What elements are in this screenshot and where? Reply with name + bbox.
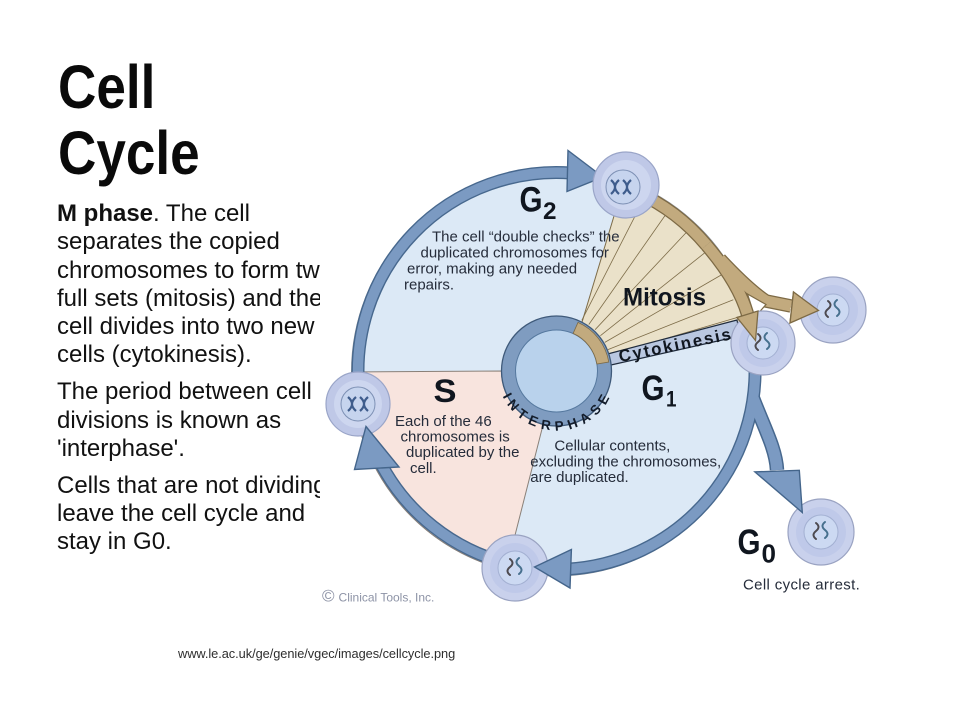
svg-text:excluding the chromosomes,: excluding the chromosomes, (530, 453, 721, 470)
svg-text:error, making any needed: error, making any needed (407, 261, 577, 278)
svg-text:©Clinical Tools, Inc.: ©Clinical Tools, Inc. (322, 587, 434, 606)
svg-text:are duplicated.: are duplicated. (530, 469, 628, 486)
svg-text:G: G (738, 523, 761, 562)
svg-text:0: 0 (762, 539, 777, 569)
svg-text:The cell “double checks” the: The cell “double checks” the (432, 229, 620, 246)
svg-text:Cell cycle arrest.: Cell cycle arrest. (743, 577, 860, 594)
svg-text:repairs.: repairs. (404, 277, 454, 294)
svg-text:duplicated by the: duplicated by the (406, 444, 519, 461)
svg-text:Each of the 46: Each of the 46 (395, 413, 492, 430)
svg-text:G: G (642, 369, 665, 408)
svg-text:1: 1 (666, 387, 677, 412)
svg-text:cell.: cell. (410, 460, 437, 477)
svg-text:S: S (434, 373, 457, 409)
svg-text:G: G (520, 181, 543, 220)
svg-text:chromosomes is: chromosomes is (401, 429, 510, 446)
svg-text:duplicated chromosomes for: duplicated chromosomes for (421, 245, 609, 262)
svg-text:Mitosis: Mitosis (623, 284, 706, 312)
svg-text:2: 2 (543, 198, 557, 225)
svg-text:Cellular contents,: Cellular contents, (554, 438, 670, 455)
